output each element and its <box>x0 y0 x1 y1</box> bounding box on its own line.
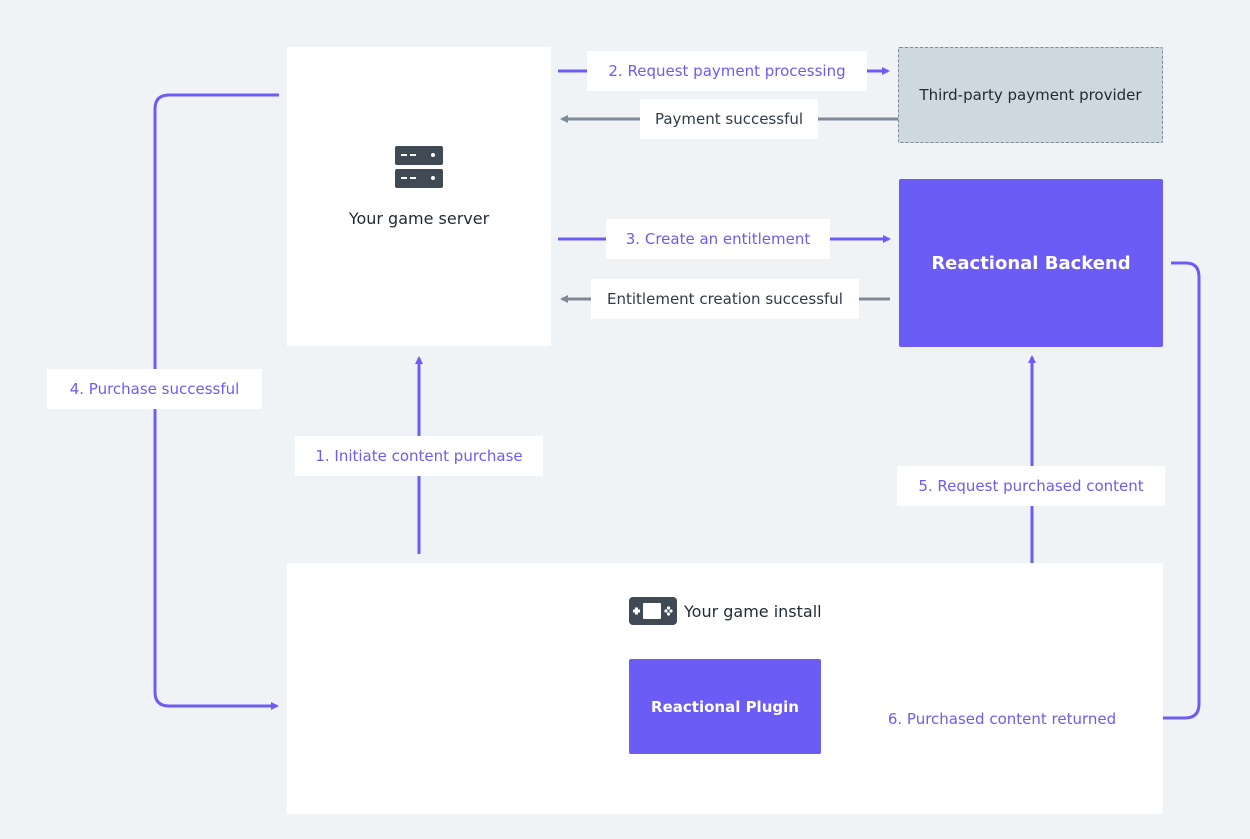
reactional-backend-label: Reactional Backend <box>931 252 1131 274</box>
reactional-plugin-label: Reactional Plugin <box>651 697 799 716</box>
arrow-content-returned <box>832 261 1201 722</box>
payment-provider-label: Third-party payment provider <box>919 86 1142 104</box>
server-icon <box>395 146 443 192</box>
game-server-node: Your game server <box>287 47 551 346</box>
edge-label-request-payment: 2. Request payment processing <box>587 51 867 91</box>
edge-label-content-returned: 6. Purchased content returned <box>866 699 1138 739</box>
edge-label-purchase-successful: 4. Purchase successful <box>47 369 262 409</box>
reactional-backend-node: Reactional Backend <box>899 179 1163 347</box>
edge-label-entitlement-success: Entitlement creation successful <box>591 279 859 319</box>
edge-label-request-content: 5. Request purchased content <box>897 466 1165 506</box>
payment-provider-node: Third-party payment provider <box>898 47 1163 143</box>
edge-label-create-entitlement: 3. Create an entitlement <box>606 219 830 259</box>
gamepad-icon <box>629 597 677 625</box>
game-server-label: Your game server <box>348 209 490 228</box>
game-install-header: Your game install <box>629 597 822 625</box>
edge-label-initiate-purchase: 1. Initiate content purchase <box>295 436 543 476</box>
edge-label-payment-successful: Payment successful <box>640 99 818 139</box>
game-install-label: Your game install <box>684 601 822 621</box>
reactional-plugin-node: Reactional Plugin <box>629 659 821 754</box>
